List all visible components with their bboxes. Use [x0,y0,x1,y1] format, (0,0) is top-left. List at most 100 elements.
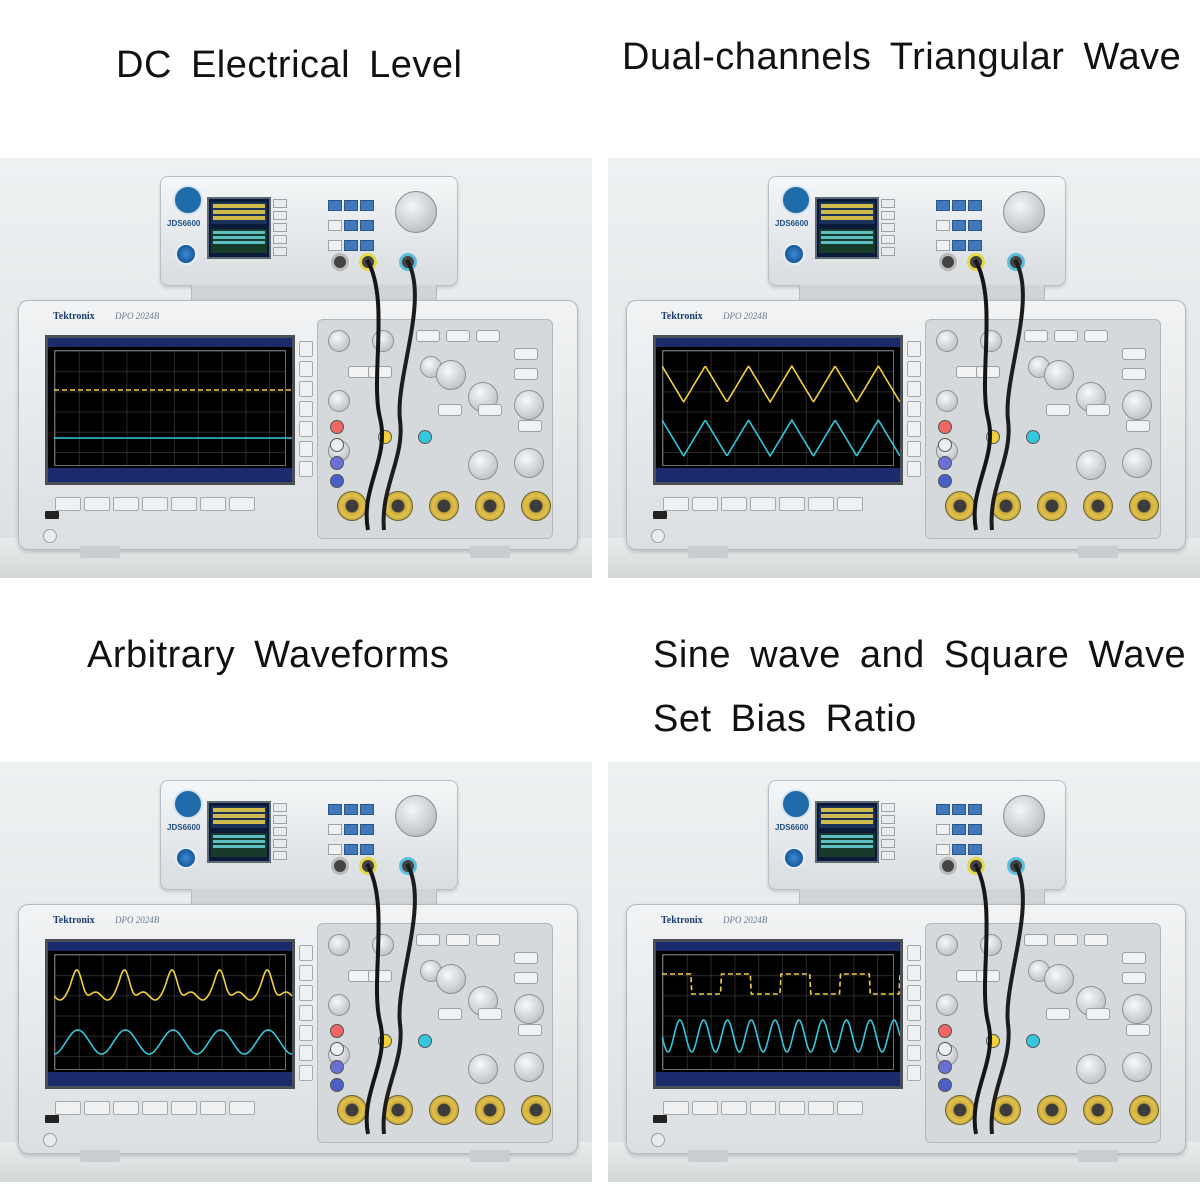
panel-knob-large[interactable] [514,1052,544,1082]
rotary-knob[interactable] [395,191,437,233]
panel-knob[interactable] [936,994,958,1016]
panel-button[interactable] [1086,1008,1110,1020]
panel-button[interactable] [1024,330,1048,342]
panel-button[interactable] [1126,1024,1150,1036]
generator-keypad[interactable] [327,199,383,259]
panel-knob-large[interactable] [1044,360,1074,390]
panel-button[interactable] [1054,330,1078,342]
scope-side-buttons[interactable] [907,945,921,1085]
generator-keypad[interactable] [327,803,383,863]
panel-button[interactable] [514,972,538,984]
channel-button[interactable] [330,438,344,452]
channel-button[interactable] [330,1024,344,1038]
panel-button[interactable] [514,952,538,964]
panel-button[interactable] [1122,972,1146,984]
panel-knob-large[interactable] [1122,448,1152,478]
panel-knob[interactable] [328,994,350,1016]
generator-side-keys[interactable] [273,803,287,863]
channel-button[interactable] [330,420,344,434]
panel-knob-large[interactable] [514,448,544,478]
rotary-knob[interactable] [395,795,437,837]
panel-knob-large[interactable] [468,450,498,480]
generator-keypad[interactable] [935,803,991,863]
panel-button[interactable] [368,366,392,378]
panel-knob-large[interactable] [436,964,466,994]
scope-power-icon[interactable] [43,1133,57,1147]
panel-button[interactable] [476,330,500,342]
channel-button[interactable] [938,456,952,470]
channel-button[interactable] [330,1078,344,1092]
generator-side-keys[interactable] [881,199,895,259]
channel-button[interactable] [330,456,344,470]
panel-button[interactable] [476,934,500,946]
scope-power-icon[interactable] [651,1133,665,1147]
scope-bottom-buttons[interactable] [55,1101,258,1120]
panel-button[interactable] [1086,404,1110,416]
panel-button[interactable] [438,1008,462,1020]
scope-bottom-buttons[interactable] [663,1101,866,1120]
rotary-knob[interactable] [1003,795,1045,837]
panel-button[interactable] [416,934,440,946]
panel-button[interactable] [1126,420,1150,432]
panel-knob-large[interactable] [1122,1052,1152,1082]
panel-button[interactable] [1054,934,1078,946]
scope-side-buttons[interactable] [299,341,313,481]
channel-button[interactable] [938,474,952,488]
panel-button[interactable] [1046,404,1070,416]
panel-knob-large[interactable] [1076,1054,1106,1084]
panel-button[interactable] [1024,934,1048,946]
power-icon[interactable] [175,847,197,869]
panel-knob[interactable] [328,934,350,956]
panel-button[interactable] [478,1008,502,1020]
panel-button[interactable] [1046,1008,1070,1020]
panel-button[interactable] [1122,348,1146,360]
panel-button[interactable] [514,348,538,360]
panel-knob[interactable] [328,390,350,412]
channel-button[interactable] [938,1060,952,1074]
panel-knob-large[interactable] [436,360,466,390]
channel-button[interactable] [418,1034,432,1048]
scope-power-icon[interactable] [651,529,665,543]
panel-knob-large[interactable] [1122,994,1152,1024]
panel-knob[interactable] [936,934,958,956]
panel-button[interactable] [518,1024,542,1036]
panel-knob[interactable] [936,390,958,412]
channel-button[interactable] [1026,430,1040,444]
rotary-knob[interactable] [1003,191,1045,233]
panel-button[interactable] [368,970,392,982]
scope-bottom-buttons[interactable] [55,497,258,516]
panel-button[interactable] [514,368,538,380]
panel-button[interactable] [446,934,470,946]
panel-button[interactable] [1084,934,1108,946]
panel-button[interactable] [518,420,542,432]
channel-button[interactable] [418,430,432,444]
power-icon[interactable] [783,847,805,869]
generator-side-keys[interactable] [273,199,287,259]
channel-button[interactable] [330,1060,344,1074]
channel-button[interactable] [1026,1034,1040,1048]
panel-knob-large[interactable] [1122,390,1152,420]
panel-knob[interactable] [328,330,350,352]
panel-button[interactable] [478,404,502,416]
scope-side-buttons[interactable] [299,945,313,1085]
panel-button[interactable] [1122,952,1146,964]
channel-button[interactable] [938,1024,952,1038]
panel-button[interactable] [1084,330,1108,342]
panel-knob[interactable] [936,330,958,352]
panel-knob-large[interactable] [514,994,544,1024]
panel-button[interactable] [416,330,440,342]
power-icon[interactable] [175,243,197,265]
generator-keypad[interactable] [935,199,991,259]
channel-button[interactable] [938,438,952,452]
panel-knob-large[interactable] [1076,450,1106,480]
panel-button[interactable] [438,404,462,416]
panel-knob-large[interactable] [1044,964,1074,994]
channel-button[interactable] [938,1042,952,1056]
panel-button[interactable] [976,970,1000,982]
panel-knob-large[interactable] [514,390,544,420]
channel-button[interactable] [330,474,344,488]
panel-knob-large[interactable] [468,1054,498,1084]
scope-power-icon[interactable] [43,529,57,543]
channel-button[interactable] [330,1042,344,1056]
generator-side-keys[interactable] [881,803,895,863]
